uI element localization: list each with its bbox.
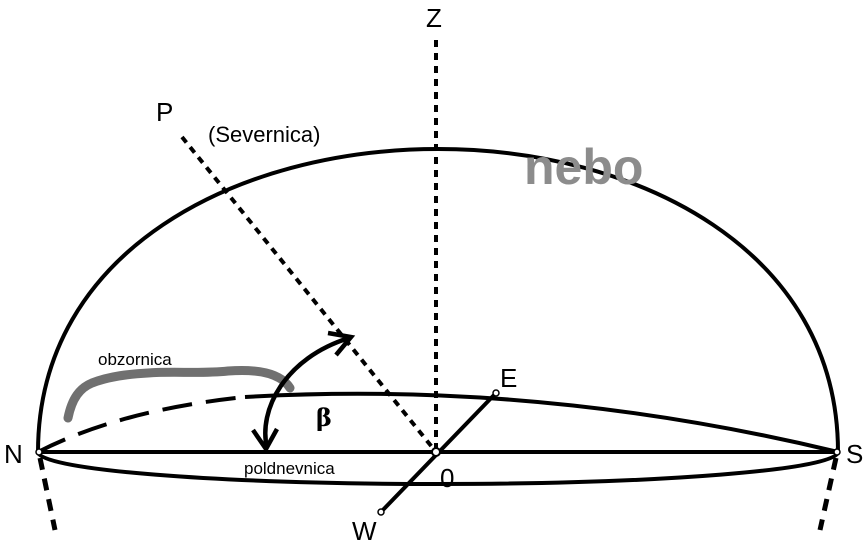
label-center: 0 — [440, 463, 454, 493]
label-east: E — [500, 363, 517, 393]
label-north: N — [4, 439, 23, 469]
label-angle-beta: β — [316, 403, 332, 432]
label-zenith: Z — [426, 3, 442, 33]
horizon-back-arc-left — [37, 395, 246, 454]
label-south: S — [846, 439, 863, 469]
dome-extension-left — [37, 457, 58, 531]
south-point — [833, 448, 841, 456]
label-horizon: obzornica — [98, 350, 172, 369]
label-meridian: poldnevnica — [244, 459, 335, 478]
label-pole-name: (Severnica) — [208, 122, 320, 147]
horizon-back-arc-right — [244, 391, 839, 454]
label-sky: nebo — [524, 139, 643, 195]
horizon-front-arc — [36, 451, 840, 486]
label-pole: P — [156, 97, 173, 127]
angle-beta-arc — [263, 335, 350, 449]
horizon-highlight-stroke — [63, 365, 295, 423]
north-point — [35, 448, 43, 456]
center-point — [431, 447, 441, 457]
angle-arrowhead-bottom — [251, 427, 279, 454]
angle-arrowhead-top — [327, 330, 356, 357]
label-west: W — [352, 516, 377, 546]
polar-axis-line — [180, 135, 438, 454]
east-point — [492, 389, 500, 397]
dome-extension-right — [817, 457, 839, 531]
west-point — [377, 508, 385, 516]
